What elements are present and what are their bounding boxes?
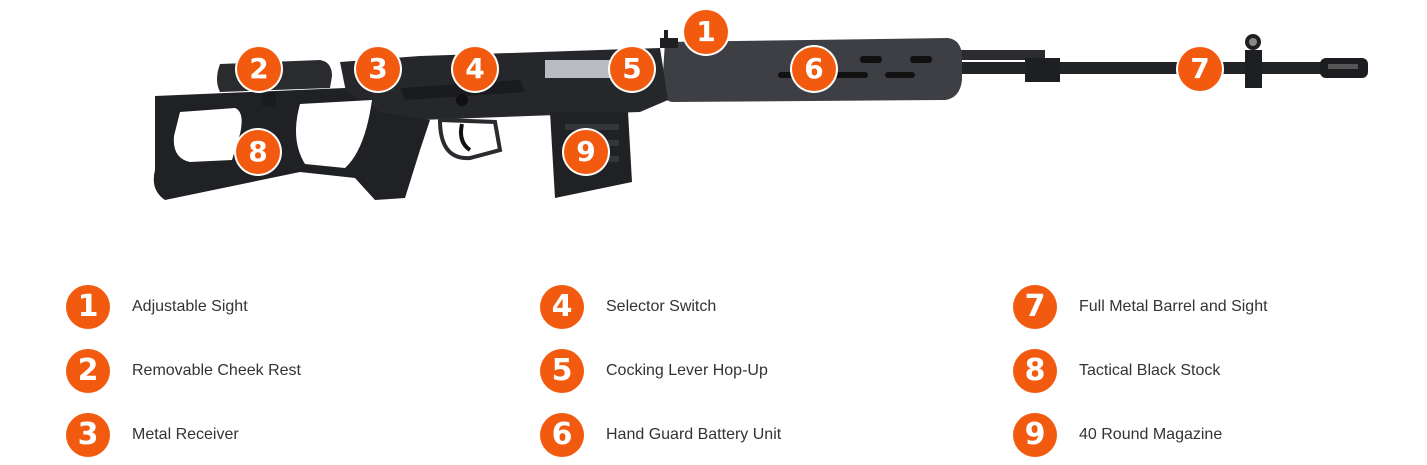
rifle-diagram: 1 2 3 4 5 6 7 8 9 [153, 10, 1368, 200]
legend-label: Adjustable Sight [132, 298, 248, 315]
trigger [459, 123, 472, 152]
callout-8: 8 [236, 130, 280, 174]
gas-tube [955, 50, 1045, 60]
legend-number: 2 [66, 349, 110, 393]
thumbhole [296, 100, 372, 168]
legend-number: 9 [1013, 413, 1057, 457]
legend-number: 4 [540, 285, 584, 329]
legend-label: 40 Round Magazine [1079, 426, 1223, 443]
legend-label: Selector Switch [606, 298, 717, 315]
bolt-carrier [545, 60, 615, 78]
legend-item-magazine: 9 40 Round Magazine [1013, 412, 1222, 458]
barrel [955, 62, 1325, 74]
trigger-guard [437, 117, 503, 161]
callout-7: 7 [1178, 47, 1222, 91]
legend-label: Tactical Black Stock [1079, 362, 1221, 379]
callout-5: 5 [610, 47, 654, 91]
legend-label: Removable Cheek Rest [132, 362, 301, 379]
feature-legend: 1 Adjustable Sight 2 Removable Cheek Res… [0, 280, 1427, 460]
legend-label: Full Metal Barrel and Sight [1079, 298, 1268, 315]
legend-item-cocking-lever: 5 Cocking Lever Hop-Up [540, 348, 768, 394]
muzzle-slot [1328, 64, 1358, 69]
legend-number: 3 [66, 413, 110, 457]
stock-cutout [173, 108, 242, 162]
selector-lever [400, 80, 525, 100]
legend-item-hand-guard: 6 Hand Guard Battery Unit [540, 412, 781, 458]
legend-number: 5 [540, 349, 584, 393]
legend-label: Hand Guard Battery Unit [606, 426, 782, 443]
rear-sight [660, 38, 678, 48]
legend-item-adjustable-sight: 1 Adjustable Sight [66, 284, 248, 330]
legend-item-barrel-sight: 7 Full Metal Barrel and Sight [1013, 284, 1268, 330]
callout-6: 6 [792, 47, 836, 91]
legend-label: Cocking Lever Hop-Up [606, 362, 768, 379]
legend-number: 7 [1013, 285, 1057, 329]
gas-block [1025, 58, 1060, 82]
legend-item-metal-receiver: 3 Metal Receiver [66, 412, 239, 458]
callout-2: 2 [237, 47, 281, 91]
front-sight [1245, 50, 1262, 88]
callout-4: 4 [453, 47, 497, 91]
legend-item-black-stock: 8 Tactical Black Stock [1013, 348, 1220, 394]
legend-number: 6 [540, 413, 584, 457]
callout-9: 9 [564, 130, 608, 174]
legend-item-selector-switch: 4 Selector Switch [540, 284, 716, 330]
legend-number: 1 [66, 285, 110, 329]
legend-label: Metal Receiver [132, 426, 239, 443]
legend-number: 8 [1013, 349, 1057, 393]
callout-3: 3 [356, 47, 400, 91]
legend-item-cheek-rest: 2 Removable Cheek Rest [66, 348, 301, 394]
callout-1: 1 [684, 10, 728, 54]
